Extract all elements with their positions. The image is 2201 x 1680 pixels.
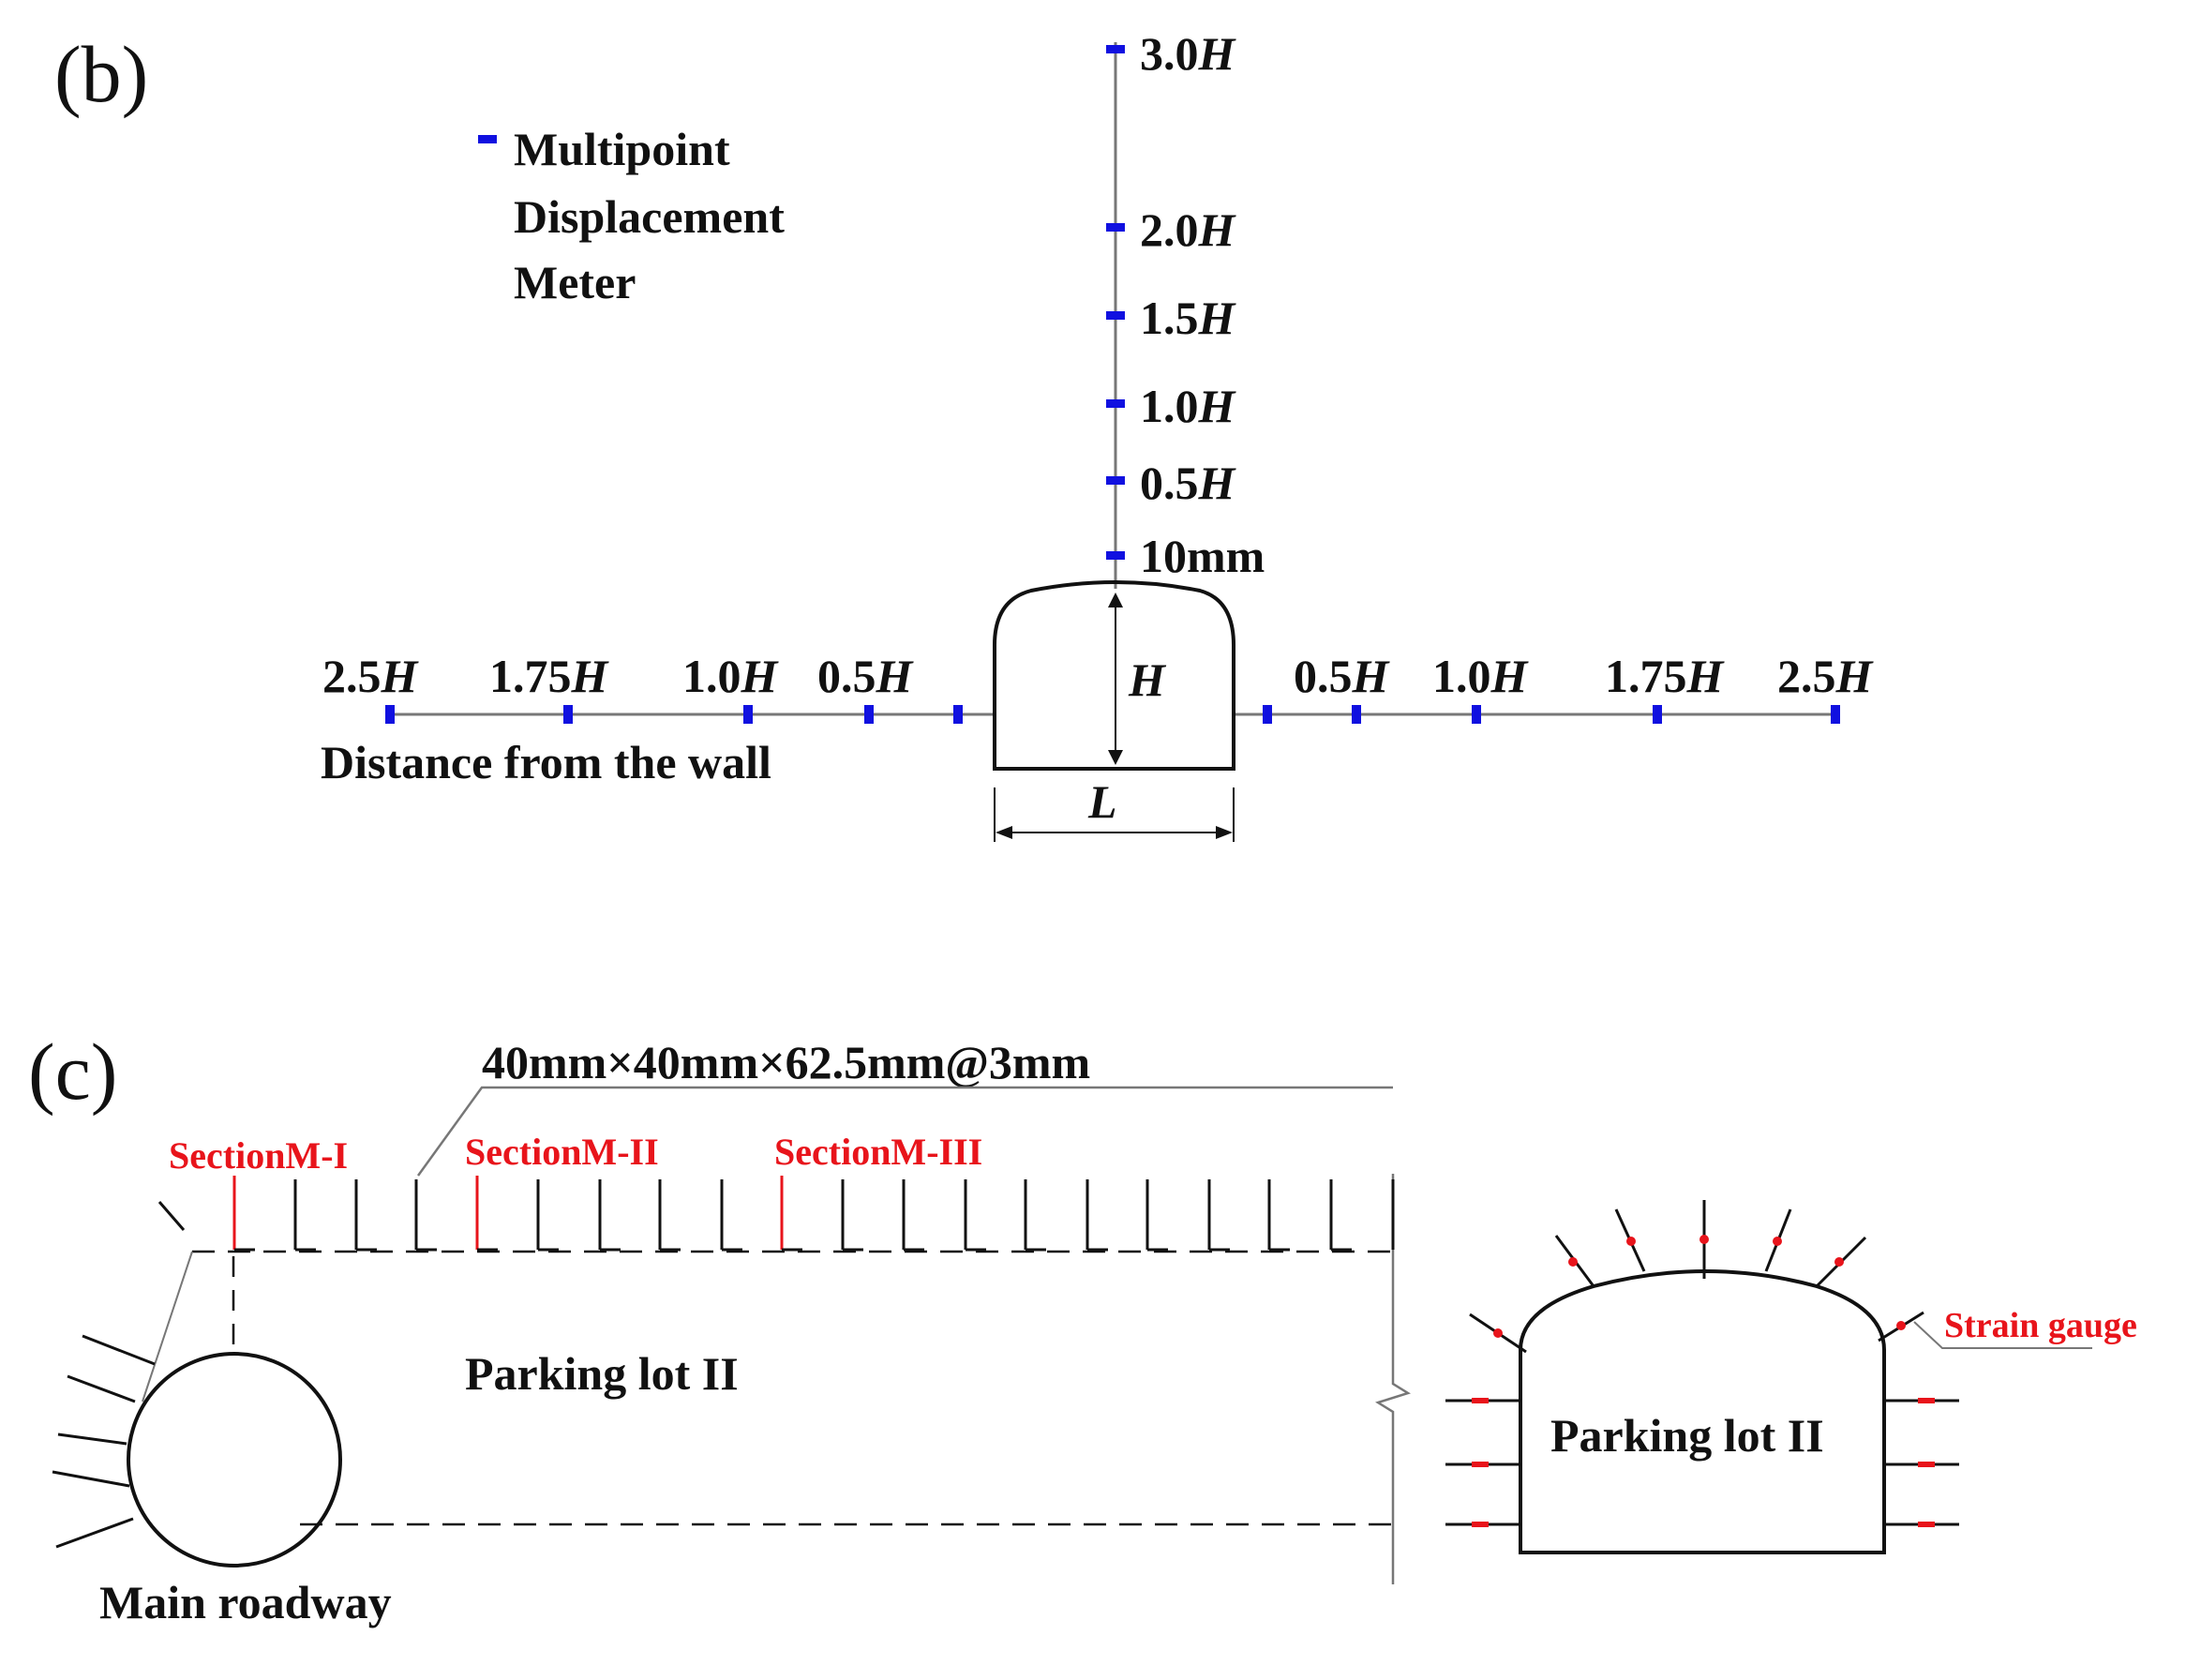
meter-point bbox=[864, 705, 874, 724]
meter-point bbox=[1831, 705, 1840, 724]
meter-point bbox=[1106, 551, 1125, 560]
vertical-label-3h: 3.0H bbox=[1140, 27, 1237, 80]
meter-point bbox=[563, 705, 573, 724]
strain-gauge-marker bbox=[1699, 1235, 1709, 1244]
meter-point bbox=[1106, 45, 1125, 53]
meter-point bbox=[743, 705, 753, 724]
meter-point bbox=[1653, 705, 1662, 724]
strain-gauge-marker bbox=[1472, 1398, 1489, 1403]
left-label-1-75h: 1.75H bbox=[489, 650, 610, 702]
parking-lot-plan-label: Parking lot II bbox=[465, 1347, 739, 1400]
width-arrow-right bbox=[1216, 826, 1233, 839]
height-arrow-top bbox=[1108, 592, 1123, 608]
main-roadway-circle bbox=[127, 1352, 342, 1568]
main-roadway-label: Main roadway bbox=[99, 1576, 392, 1628]
roadway-section-c bbox=[1519, 1269, 1886, 1554]
width-arrow-left bbox=[996, 826, 1012, 839]
right-label-1h: 1.0H bbox=[1432, 650, 1530, 702]
strain-gauge-marker bbox=[1918, 1462, 1935, 1467]
strain-gauge-marker bbox=[1896, 1321, 1906, 1330]
vertical-label-1h: 1.0H bbox=[1140, 380, 1237, 432]
roadway-bolt bbox=[82, 1334, 156, 1366]
break-line bbox=[1375, 1174, 1411, 1584]
meter-point bbox=[1352, 705, 1361, 724]
roof-bolt-lines bbox=[232, 1176, 1395, 1252]
meter-point bbox=[1106, 223, 1125, 232]
section-m-iii-label: SectionM-III bbox=[774, 1131, 982, 1173]
strain-gauge-marker bbox=[1918, 1522, 1935, 1527]
vertical-label-1-5h: 1.5H bbox=[1140, 292, 1237, 344]
meter-point bbox=[1472, 705, 1481, 724]
meter-point bbox=[1263, 705, 1272, 724]
vertical-label-10mm: 10mm bbox=[1140, 530, 1265, 582]
strain-gauge-label: Strain gauge bbox=[1944, 1306, 2137, 1345]
width-label: L bbox=[1087, 775, 1117, 828]
strain-gauge-marker bbox=[1472, 1522, 1489, 1527]
roadway-bolt bbox=[67, 1374, 136, 1403]
strain-gauge-marker bbox=[1493, 1328, 1503, 1338]
roadway-bolt bbox=[57, 1432, 127, 1446]
section-m-ii-label: SectionM-II bbox=[465, 1131, 659, 1173]
vertical-meter-points bbox=[1106, 45, 1125, 560]
strain-gauge-marker bbox=[1834, 1257, 1844, 1267]
roadway-section-b bbox=[993, 580, 1235, 771]
dimension-leader-line bbox=[416, 1086, 1393, 1177]
meter-point bbox=[1106, 476, 1125, 485]
strain-gauge-marker bbox=[1472, 1462, 1489, 1467]
left-label-1h: 1.0H bbox=[682, 650, 780, 702]
right-label-2-5h: 2.5H bbox=[1777, 650, 1875, 702]
panel-c-label: (c) bbox=[28, 1027, 117, 1117]
meter-point bbox=[385, 705, 395, 724]
strain-gauge-marker bbox=[1568, 1257, 1578, 1267]
section-m-i-label: SectionM-I bbox=[169, 1134, 348, 1177]
right-label-0-5h: 0.5H bbox=[1294, 650, 1391, 702]
parking-lot-section-label: Parking lot II bbox=[1550, 1409, 1824, 1462]
main-roadway-bolts bbox=[52, 1201, 186, 1549]
distance-from-wall-label: Distance from the wall bbox=[321, 736, 771, 788]
left-label-0-5h: 0.5H bbox=[817, 650, 915, 702]
legend-line-2: Displacement bbox=[514, 190, 785, 243]
vertical-label-2h: 2.0H bbox=[1140, 203, 1237, 256]
strain-gauge-marker bbox=[1626, 1237, 1636, 1246]
legend-meter-marker bbox=[478, 135, 497, 143]
strain-gauge-marker bbox=[1918, 1398, 1935, 1403]
legend-line-1: Multipoint bbox=[514, 123, 730, 175]
main-roadway-leader bbox=[142, 1251, 193, 1402]
strain-gauge-marker bbox=[1773, 1237, 1782, 1246]
roadway-bolt bbox=[55, 1517, 134, 1549]
panel-b-label: (b) bbox=[54, 29, 148, 119]
meter-point bbox=[953, 705, 963, 724]
strain-gauge-bolts bbox=[1445, 1200, 1959, 1527]
left-label-2-5h: 2.5H bbox=[322, 650, 420, 702]
horizontal-meter-points bbox=[385, 705, 1840, 724]
meter-point bbox=[1106, 399, 1125, 408]
legend-line-3: Meter bbox=[514, 256, 636, 308]
height-label: H bbox=[1128, 653, 1167, 706]
strain-gauge-leader bbox=[1913, 1321, 2092, 1349]
roadway-bolt bbox=[52, 1470, 130, 1488]
meter-point bbox=[1106, 311, 1125, 320]
height-arrow-bottom bbox=[1108, 750, 1123, 765]
roadway-bolt bbox=[157, 1201, 186, 1231]
vertical-label-0-5h: 0.5H bbox=[1140, 457, 1237, 509]
right-label-1-75h: 1.75H bbox=[1605, 650, 1726, 702]
grid-dimension-label: 40mm×40mm×62.5mm@3mm bbox=[482, 1036, 1090, 1088]
